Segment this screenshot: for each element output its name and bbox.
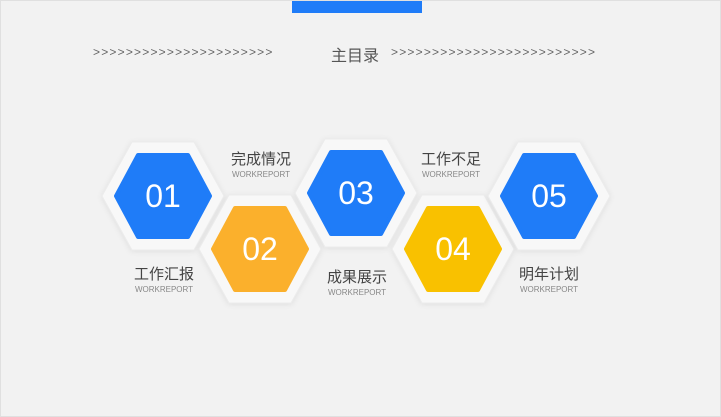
section-label-05: 明年计划 WORKREPORT — [489, 263, 609, 294]
section-number: 01 — [145, 178, 181, 214]
section-number: 03 — [338, 175, 374, 211]
section-subtitle: WORKREPORT — [134, 285, 194, 294]
section-number: 04 — [435, 231, 471, 267]
section-subtitle: WORKREPORT — [327, 288, 387, 297]
section-title: 工作不足 — [420, 150, 481, 168]
arrow-decoration-left: >>>>>>>>>>>>>>>>>>>>>> — [93, 45, 274, 59]
section-label-02: 完成情况 WORKREPORT — [201, 148, 321, 179]
section-label-04: 工作不足 WORKREPORT — [391, 148, 511, 179]
section-subtitle: WORKREPORT — [421, 170, 481, 179]
section-title: 完成情况 — [230, 150, 291, 168]
hexagon-inner — [211, 206, 309, 292]
hexagon-inner — [500, 153, 598, 239]
page-title: 主目录 — [331, 46, 380, 65]
section-label-01: 工作汇报 WORKREPORT — [104, 263, 224, 294]
hexagon-shape — [198, 194, 322, 304]
section-title: 明年计划 — [518, 265, 579, 283]
hexagon-shape — [487, 141, 611, 251]
hexagon-shape — [391, 194, 515, 304]
hexagon-inner — [114, 153, 212, 239]
hexagon-shape — [101, 141, 225, 251]
section-title: 成果展示 — [326, 268, 387, 286]
section-number: 02 — [242, 231, 278, 267]
section-subtitle: WORKREPORT — [519, 285, 579, 294]
section-title: 工作汇报 — [133, 265, 194, 283]
arrow-decoration-right: >>>>>>>>>>>>>>>>>>>>>>>>> — [391, 45, 597, 59]
section-hex-05[interactable]: 05 — [484, 139, 614, 253]
accent-bar — [292, 1, 422, 13]
hexagon-inner — [307, 150, 405, 236]
section-hex-04[interactable]: 04 — [388, 192, 518, 306]
section-hex-01[interactable]: 01 — [98, 139, 228, 253]
section-hex-02[interactable]: 02 — [195, 192, 325, 306]
hexagon-shape — [294, 138, 418, 248]
hexagon-inner — [404, 206, 502, 292]
section-hex-03[interactable]: 03 — [291, 136, 421, 250]
section-number: 05 — [531, 178, 567, 214]
section-subtitle: WORKREPORT — [231, 170, 291, 179]
section-label-03: 成果展示 WORKREPORT — [297, 266, 417, 297]
